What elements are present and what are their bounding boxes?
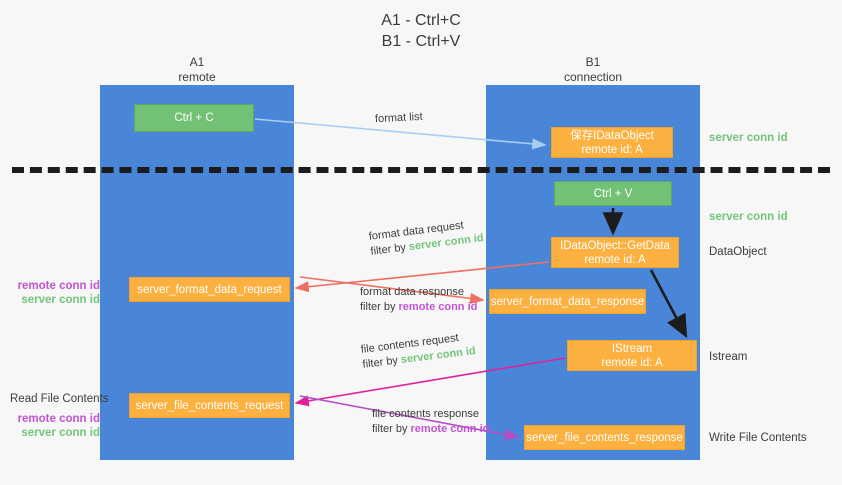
node-idataobject-getdata[interactable]: IDataObject::GetData remote id: A bbox=[551, 237, 679, 268]
node-ctrl-v[interactable]: Ctrl + V bbox=[554, 181, 672, 206]
diagram-title: A1 - Ctrl+C B1 - Ctrl+V bbox=[0, 10, 842, 52]
node-getdata-subtitle: remote id: A bbox=[584, 253, 646, 266]
lane-b1-name: B1 bbox=[585, 55, 601, 69]
label-read-file-contents: Read File Contents bbox=[10, 393, 109, 405]
node-server-file-contents-request[interactable]: server_file_contents_request bbox=[129, 393, 290, 418]
filter-prefix: filter by bbox=[360, 301, 399, 313]
node-istream[interactable]: IStream remote id: A bbox=[567, 340, 697, 371]
label-server-conn-id-2: server conn id bbox=[21, 427, 100, 439]
edge-label-file-contents-response-title: file contents response bbox=[372, 408, 480, 420]
label-conn-ids-lower: remote conn id server conn id bbox=[10, 412, 100, 440]
filter-prefix: filter by bbox=[372, 423, 411, 435]
node-ctrl-c[interactable]: Ctrl + C bbox=[134, 104, 254, 132]
label-server-conn-id-1: server conn id bbox=[21, 294, 100, 306]
node-ctrl-v-label: Ctrl + V bbox=[593, 187, 633, 200]
node-istream-title: IStream bbox=[611, 342, 653, 355]
label-remote-conn-id-2: remote conn id bbox=[17, 413, 100, 425]
filter-prefix: filter by bbox=[361, 354, 402, 371]
node-server-format-data-response[interactable]: server_format_data_response bbox=[489, 289, 646, 314]
label-remote-conn-id-1: remote conn id bbox=[17, 280, 100, 292]
edge-label-file-contents-request: file contents request filter by server c… bbox=[360, 329, 477, 373]
node-server-file-contents-request-label: server_file_contents_request bbox=[135, 399, 284, 412]
label-dataobject: DataObject bbox=[709, 246, 767, 258]
node-idataobject-subtitle: remote id: A bbox=[581, 143, 643, 156]
label-conn-ids-upper: remote conn id server conn id bbox=[10, 279, 100, 307]
title-line-2: B1 - Ctrl+V bbox=[381, 33, 461, 50]
label-write-file-contents: Write File Contents bbox=[709, 432, 807, 444]
filter-prefix: filter by bbox=[369, 241, 410, 258]
filter-value-remote-conn-id: remote conn id bbox=[410, 423, 490, 435]
node-server-format-data-response-label: server_format_data_response bbox=[490, 295, 645, 308]
node-getdata-title: IDataObject::GetData bbox=[560, 239, 670, 252]
node-server-file-contents-response-label: server_file_contents_response bbox=[526, 431, 683, 444]
node-server-format-data-request[interactable]: server_format_data_request bbox=[129, 277, 290, 302]
edge-label-format-data-response-title: format data response bbox=[360, 286, 464, 298]
node-istream-subtitle: remote id: A bbox=[601, 356, 663, 369]
label-server-conn-id-top: server conn id bbox=[709, 132, 788, 144]
node-idataobject-title: 保存IDataObject bbox=[570, 129, 654, 142]
node-ctrl-c-label: Ctrl + C bbox=[174, 112, 214, 124]
edge-label-file-contents-response-filter: filter by remote conn id bbox=[372, 422, 489, 437]
label-server-conn-id-mid: server conn id bbox=[709, 211, 788, 223]
lane-b1-role: connection bbox=[563, 70, 623, 84]
edge-label-file-contents-response: file contents response filter by remote … bbox=[372, 407, 489, 437]
lane-a1-name: A1 bbox=[189, 55, 205, 69]
edge-label-format-data-response: format data response filter by remote co… bbox=[360, 285, 477, 315]
label-istream: Istream bbox=[709, 351, 748, 363]
edge-label-format-data-request: format data request filter by server con… bbox=[368, 216, 485, 260]
lane-header-b1: B1 connection bbox=[486, 55, 700, 85]
lane-header-a1: A1 remote bbox=[100, 55, 294, 85]
node-idataobject[interactable]: 保存IDataObject remote id: A bbox=[551, 127, 673, 158]
title-line-1: A1 - Ctrl+C bbox=[381, 12, 461, 29]
filter-value-remote-conn-id: remote conn id bbox=[398, 301, 478, 313]
phase-divider bbox=[12, 167, 830, 173]
node-server-format-data-request-label: server_format_data_request bbox=[137, 283, 282, 296]
edge-label-format-list: format list bbox=[374, 110, 423, 126]
node-server-file-contents-response[interactable]: server_file_contents_response bbox=[524, 425, 685, 450]
lane-a1-role: remote bbox=[178, 70, 216, 84]
edge-label-format-data-response-filter: filter by remote conn id bbox=[360, 300, 477, 315]
